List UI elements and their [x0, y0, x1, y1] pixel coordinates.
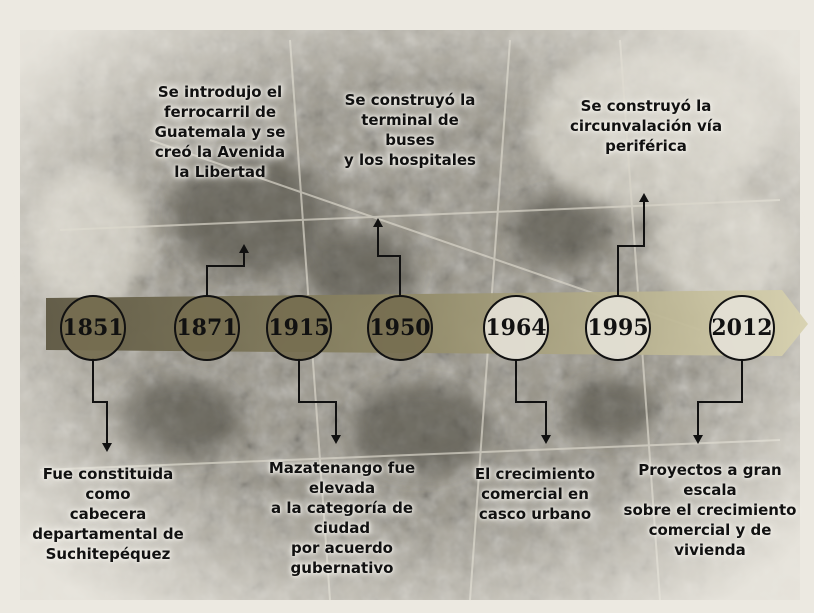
year-label: 1964	[485, 315, 547, 341]
event-1964: El crecimiento comercial en casco urbano	[460, 464, 610, 524]
event-1915: Mazatenango fue elevada a la categoría d…	[252, 458, 432, 578]
event-1995: Se construyó la circunvalación vía perif…	[556, 96, 736, 156]
event-line: escala	[683, 481, 737, 499]
event-line: Se construyó la	[580, 97, 712, 115]
event-line: vivienda	[674, 541, 746, 559]
year-node-1950: 1950	[367, 295, 433, 361]
event-line: sobre el crecimiento	[623, 501, 797, 519]
event-line: comercial y de	[648, 521, 772, 539]
event-line: casco urbano	[478, 505, 592, 523]
year-node-1995: 1995	[585, 295, 651, 361]
event-1950: Se construyó la terminal de buses y los …	[330, 90, 490, 170]
year-node-1964: 1964	[483, 295, 549, 361]
event-line: por acuerdo	[291, 539, 393, 557]
year-label: 1915	[268, 315, 330, 341]
event-1851: Fue constituida como cabecera departamen…	[20, 464, 196, 564]
connector-arrows	[92, 201, 743, 444]
event-line: elevada	[308, 479, 376, 497]
event-line: creó la Avenida	[154, 143, 286, 161]
event-line: Proyectos a gran	[638, 461, 782, 479]
year-node-1915: 1915	[266, 295, 332, 361]
year-label: 2012	[711, 315, 773, 341]
year-node-1851: 1851	[60, 295, 126, 361]
event-line: Fue constituida	[42, 465, 174, 483]
year-label: 1995	[587, 315, 649, 341]
event-line: y los hospitales	[344, 151, 476, 169]
event-line: circunvalación vía	[569, 117, 723, 135]
event-2012: Proyectos a gran escala sobre el crecimi…	[612, 460, 808, 560]
event-line: Se construyó la	[344, 91, 476, 109]
event-line: a la categoría de	[270, 499, 414, 517]
event-line: Mazatenango fue	[268, 459, 416, 477]
event-line: cabecera	[69, 505, 147, 523]
event-line: ciudad	[313, 519, 371, 537]
year-node-1871: 1871	[174, 295, 240, 361]
event-line: departamental de	[32, 525, 184, 543]
year-label: 1851	[62, 315, 124, 341]
year-label: 1950	[369, 315, 431, 341]
event-1871: Se introdujo el ferrocarril de Guatemala…	[140, 82, 300, 182]
event-line: comercial en	[481, 485, 589, 503]
event-line: Suchitepéquez	[45, 545, 171, 563]
event-line: periférica	[605, 137, 687, 155]
event-line: El crecimiento	[474, 465, 596, 483]
event-line: buses	[385, 131, 435, 149]
year-node-2012: 2012	[709, 295, 775, 361]
event-line: gubernativo	[290, 559, 394, 577]
event-line: ferrocarril de	[163, 103, 277, 121]
event-line: como	[85, 485, 131, 503]
arrowheads	[102, 193, 703, 452]
event-line: la Libertad	[174, 163, 266, 181]
year-label: 1871	[176, 315, 238, 341]
event-line: terminal de	[361, 111, 459, 129]
event-line: Guatemala y se	[154, 123, 286, 141]
event-line: Se introdujo el	[157, 83, 283, 101]
